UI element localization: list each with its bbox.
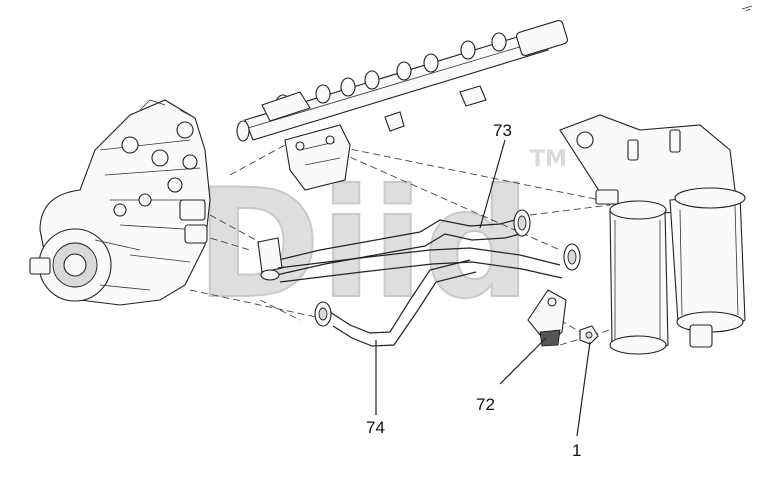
- rail-bracket: [284, 124, 351, 191]
- fuel-line-73: [257, 209, 531, 281]
- fuel-pump: [29, 99, 211, 306]
- bolt-1: [579, 325, 599, 345]
- callout-74: 74: [366, 418, 385, 437]
- watermark-trademark: TM: [530, 147, 567, 172]
- corner-mark: [741, 5, 753, 12]
- fuel-filter-assembly: [559, 114, 746, 355]
- callout-73: 73: [493, 121, 512, 140]
- leader-lines: [375, 139, 591, 437]
- watermark-text: Diid: [196, 158, 531, 332]
- callout-1: 1: [572, 441, 581, 460]
- callout-72: 72: [476, 395, 495, 414]
- rail-outlets: [275, 32, 507, 114]
- watermark: Diid TM: [195, 147, 567, 333]
- common-rail: [236, 19, 569, 142]
- clamp-72: [527, 289, 567, 347]
- fuel-line-74: [314, 259, 477, 347]
- fuel-line-upper: [277, 243, 581, 283]
